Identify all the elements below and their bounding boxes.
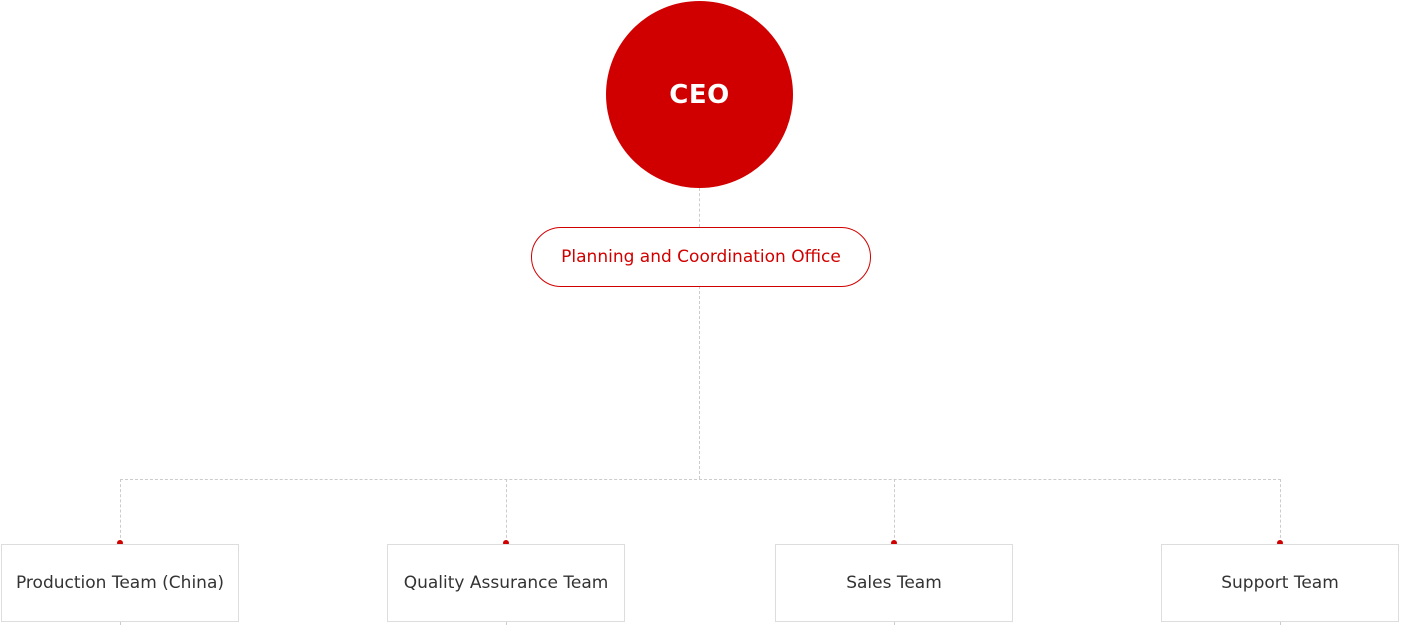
ceo-label: CEO [669, 79, 730, 110]
team-drop-line [1280, 479, 1281, 543]
team-tail-line [506, 622, 507, 625]
teams-horizontal-connector [120, 479, 1281, 480]
ceo-to-office-connector [699, 188, 700, 227]
team-connector-dot [503, 540, 509, 546]
office-to-teams-connector [699, 286, 700, 479]
team-node-quality-assurance: Quality Assurance Team [387, 544, 625, 622]
ceo-node: CEO [606, 1, 793, 188]
planning-office-label: Planning and Coordination Office [561, 247, 841, 267]
team-connector-dot [1277, 540, 1283, 546]
team-connector-dot [891, 540, 897, 546]
team-tail-line [1280, 622, 1281, 625]
team-drop-line [506, 479, 507, 543]
team-drop-line [894, 479, 895, 543]
team-node-production: Production Team (China) [1, 544, 239, 622]
team-label: Quality Assurance Team [403, 573, 609, 593]
team-drop-line [120, 479, 121, 543]
team-connector-dot [117, 540, 123, 546]
team-label: Production Team (China) [15, 573, 224, 593]
team-label: Support Team [1221, 573, 1339, 593]
team-label: Sales Team [846, 573, 942, 593]
team-tail-line [120, 622, 121, 625]
team-tail-line [894, 622, 895, 625]
team-node-support: Support Team [1161, 544, 1399, 622]
team-node-sales: Sales Team [775, 544, 1013, 622]
planning-office-node: Planning and Coordination Office [531, 227, 871, 287]
